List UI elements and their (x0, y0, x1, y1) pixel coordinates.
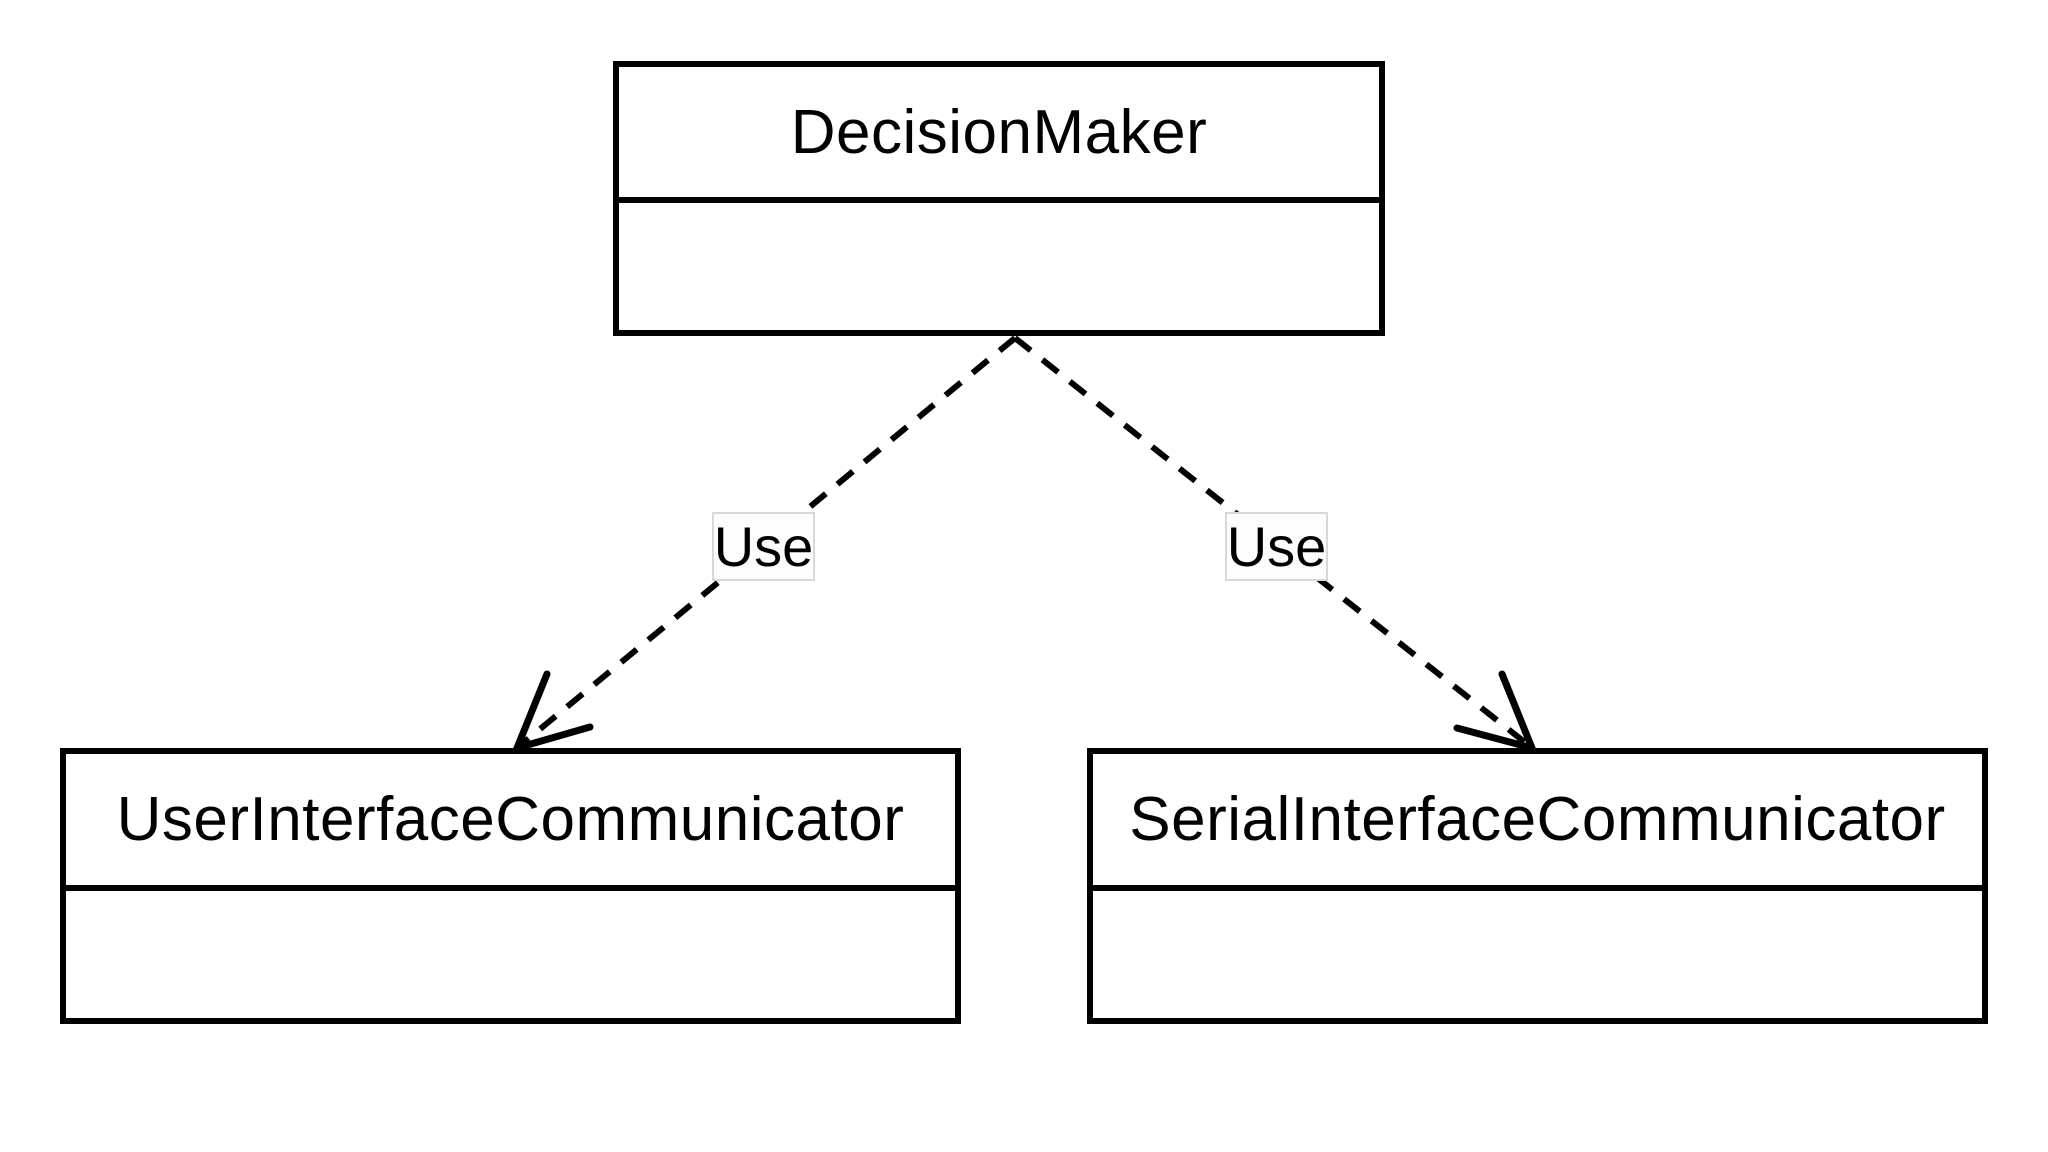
class-name: SerialInterfaceCommunicator (1129, 785, 1946, 854)
class-attributes-compartment (66, 891, 955, 1018)
class-name-compartment: UserInterfaceCommunicator (66, 754, 955, 891)
class-name-compartment: DecisionMaker (619, 67, 1379, 203)
edge-label-use-left: Use (712, 512, 815, 581)
class-name: DecisionMaker (790, 97, 1208, 167)
class-name: UserInterfaceCommunicator (116, 785, 905, 854)
class-box-decisionmaker: DecisionMaker (613, 61, 1385, 336)
class-box-serialinterfacecommunicator: SerialInterfaceCommunicator (1087, 748, 1988, 1024)
open-arrowhead-left (511, 670, 594, 754)
edge-label-text: Use (713, 515, 814, 578)
edge-label-use-right: Use (1225, 512, 1328, 581)
edge-label-text: Use (1226, 515, 1327, 578)
open-arrowhead-right (1453, 670, 1538, 754)
class-attributes-compartment (619, 203, 1379, 330)
class-name-compartment: SerialInterfaceCommunicator (1093, 754, 1982, 891)
class-box-userinterfacecommunicator: UserInterfaceCommunicator (60, 748, 961, 1024)
class-attributes-compartment (1093, 891, 1982, 1018)
